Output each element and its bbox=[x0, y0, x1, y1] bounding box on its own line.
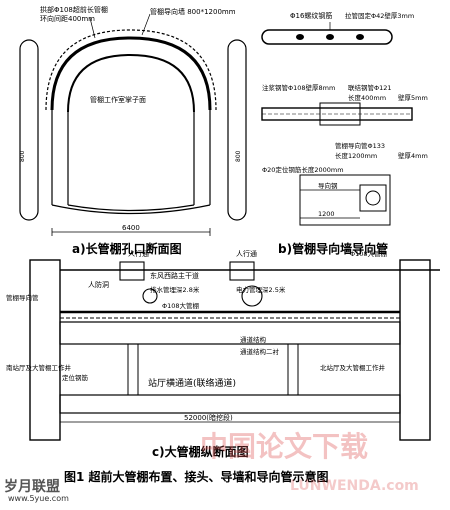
label-pipe108b: Φ108大管棚 bbox=[350, 249, 388, 258]
south-shaft bbox=[29, 259, 61, 441]
label-joint2: 长度400mm bbox=[348, 93, 386, 102]
label-guide-tube1: 管棚导向管Φ133 bbox=[335, 141, 385, 150]
caption-b: b)管棚导向墙导向管 bbox=[278, 242, 389, 256]
elec-pipe bbox=[241, 285, 263, 307]
label-pipe-top2: 环向间距400mm bbox=[40, 14, 95, 23]
pillar-1 bbox=[127, 343, 139, 396]
label-passage: 人行通 bbox=[128, 249, 149, 258]
tunnel-face-arch bbox=[67, 53, 195, 113]
label-rebar: Φ16螺纹钢筋 bbox=[290, 11, 332, 20]
label-steel: 拉管固定Φ42壁厚3mm bbox=[345, 11, 414, 20]
north-shaft bbox=[399, 259, 431, 441]
dim-width: 1200 bbox=[318, 210, 335, 218]
label-passage2: 人行通 bbox=[236, 249, 257, 258]
label-location: 定位钢筋 bbox=[62, 373, 89, 382]
watermark-left: 岁月联盟 bbox=[4, 479, 60, 495]
label-pipe-top1: 拱部Φ108超前长管棚 bbox=[40, 5, 108, 14]
dim-bottom: 6400 bbox=[122, 224, 140, 232]
guide-tube-section bbox=[359, 184, 387, 212]
label-joint1: 联结钢管Φ121 bbox=[348, 83, 392, 92]
dim-left: 800 bbox=[19, 150, 26, 162]
pillar-2 bbox=[287, 343, 299, 396]
label-ped: 人防洞 bbox=[88, 280, 109, 289]
label-north: 北站厅及大管棚工作井 bbox=[320, 363, 386, 372]
label-hall: 站厅横通道(联络通道) bbox=[148, 377, 236, 389]
label-channel1: 通道结构 bbox=[240, 335, 267, 344]
panel-c-longitudinal bbox=[29, 259, 440, 441]
label-grout: 注浆钢管Φ108壁厚8mm bbox=[262, 83, 335, 92]
passage-right bbox=[229, 261, 255, 281]
rebar-pipe bbox=[261, 29, 393, 45]
figure-caption: 图1 超前大管棚布置、接头、导墙和导向管示意图 bbox=[64, 470, 329, 484]
watermark-right: 中国论文下载 bbox=[200, 430, 369, 463]
drain-pipe bbox=[142, 288, 158, 304]
watermark-right-url: LUNWENDA.com bbox=[290, 478, 419, 494]
label-elec: 电力管埋深2.5米 bbox=[236, 285, 286, 294]
panel-a-cross-section bbox=[19, 13, 247, 236]
label-guide-tube2: 长度1200mm bbox=[335, 151, 377, 160]
passage-left bbox=[119, 261, 145, 281]
label-guide-wall: 管棚导向墙 800*1200mm bbox=[150, 7, 236, 16]
label-pipe108a: Φ108大管棚 bbox=[162, 301, 200, 310]
label-wall2: 壁厚4mm bbox=[398, 151, 428, 160]
tunnel-upper bbox=[59, 321, 401, 345]
left-support-column bbox=[19, 39, 39, 221]
label-channel2: 通道结构二衬 bbox=[240, 347, 280, 356]
guide-box bbox=[299, 174, 391, 226]
label-orient: 导向钢 bbox=[318, 181, 338, 190]
caption-c: c)大管棚纵断面图 bbox=[152, 445, 249, 459]
dim-right: 800 bbox=[235, 150, 242, 162]
pipe-canopy-outer bbox=[45, 29, 217, 111]
pipe-canopy-arch bbox=[50, 36, 212, 111]
label-guide: 管棚导向管 bbox=[6, 293, 39, 302]
label-wall1: 壁厚5mm bbox=[398, 93, 428, 102]
joint-pipe bbox=[319, 102, 361, 126]
tunnel-lower bbox=[59, 394, 401, 414]
label-south: 南站厅及大管棚工作井 bbox=[6, 363, 72, 372]
label-road: 东风西路主干道 bbox=[150, 271, 199, 280]
dim-len: 52000(暗挖段) bbox=[184, 413, 233, 422]
watermark-url: www.5yue.com bbox=[8, 494, 69, 503]
label-locate: Φ20定位钢筋长度2000mm bbox=[262, 165, 344, 174]
panel-b-guide-tube bbox=[261, 22, 413, 226]
caption-a: a)长管棚孔口断面图 bbox=[72, 242, 182, 256]
label-drain: 排水管埋深2.8米 bbox=[150, 285, 200, 294]
label-face: 管棚工作室掌子面 bbox=[90, 95, 146, 104]
right-support-column bbox=[227, 39, 247, 221]
